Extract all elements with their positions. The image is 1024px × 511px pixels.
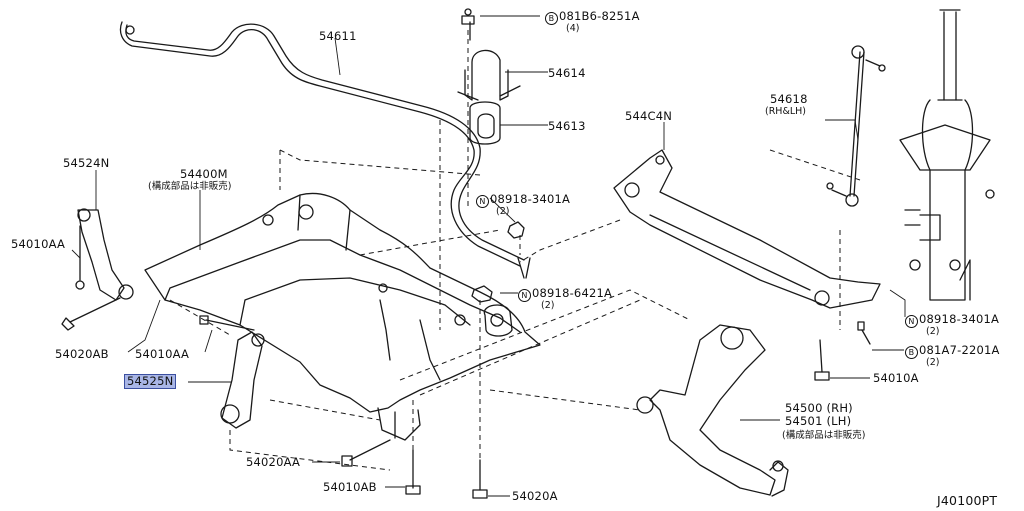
stabilizer-bar[interactable] <box>119 21 531 279</box>
stabilizer-link[interactable] <box>826 45 886 207</box>
label-54501-note: (構成部品は非販売) <box>782 430 866 441</box>
label-54611[interactable]: 54611 <box>319 29 357 43</box>
label-54020ab[interactable]: 54020AB <box>55 347 109 361</box>
label-08918-3401a-top-text: 08918-3401A <box>490 192 571 206</box>
nut-08918-6421a[interactable] <box>471 285 493 303</box>
nut-symbol-icon: N <box>518 289 531 302</box>
assembly-lines <box>169 30 861 471</box>
bolt-symbol-icon: B <box>905 346 918 359</box>
nut-symbol-icon: N <box>905 315 918 328</box>
label-54020aa[interactable]: 54020AA <box>246 455 301 469</box>
label-54525n[interactable]: 54525N <box>124 374 177 389</box>
lower-control-arm[interactable] <box>636 324 789 497</box>
front-member[interactable] <box>613 149 881 309</box>
bolt-symbol-icon: B <box>545 12 558 25</box>
label-54010ab[interactable]: 54010AB <box>323 480 377 494</box>
bolt-54020a[interactable] <box>472 459 488 499</box>
nut-symbol-icon: N <box>476 195 489 208</box>
label-08918-3401a-right-qty: (2) <box>926 326 940 337</box>
bolt-54020aa[interactable] <box>341 439 391 467</box>
front-subframe[interactable] <box>144 192 541 441</box>
diagram-id: J40100PT <box>937 493 998 508</box>
label-08918-3401a-right-text: 08918-3401A <box>919 312 1000 326</box>
label-54010aa-left[interactable]: 54010AA <box>11 237 66 251</box>
label-54500[interactable]: 54500 (RH) <box>785 401 853 415</box>
bolt-54010ab[interactable] <box>405 449 421 495</box>
label-08918-6421a-text: 08918-6421A <box>532 286 613 300</box>
label-081b6-text: 081B6-8251A <box>559 9 640 23</box>
label-54400m[interactable]: 54400M <box>180 167 228 181</box>
bolt-081a7[interactable] <box>857 321 871 345</box>
label-54618[interactable]: 54618 <box>770 92 808 106</box>
label-54613[interactable]: 54613 <box>548 119 586 133</box>
label-08918-6421a-qty: (2) <box>541 300 555 311</box>
label-08918-3401a-top-qty: (2) <box>496 206 510 217</box>
label-081a7-text: 081A7-2201A <box>919 343 1000 357</box>
left-link-bracket[interactable] <box>61 208 134 331</box>
label-544c4n[interactable]: 544C4N <box>625 109 673 123</box>
label-54524n[interactable]: 54524N <box>63 156 110 170</box>
label-081b6-qty: (4) <box>566 23 580 34</box>
strut-assembly[interactable] <box>899 9 995 301</box>
leader-lines <box>71 15 906 497</box>
label-54010a[interactable]: 54010A <box>873 371 919 385</box>
label-54614[interactable]: 54614 <box>548 66 586 80</box>
label-54010aa-mid[interactable]: 54010AA <box>135 347 190 361</box>
bolt-54010a[interactable] <box>814 339 830 381</box>
nut-08918-3401a-top[interactable] <box>507 221 525 239</box>
label-54618-note: (RH&LH) <box>765 106 807 117</box>
lower-link-bracket[interactable] <box>199 315 265 429</box>
label-54400m-note: (構成部品は非販売) <box>148 181 232 192</box>
label-54501[interactable]: 54501 (LH) <box>785 414 852 428</box>
stabilizer-bushing[interactable] <box>469 101 501 145</box>
label-54020a[interactable]: 54020A <box>512 489 558 503</box>
bushing-clamp[interactable] <box>457 8 521 101</box>
label-081a7-qty: (2) <box>926 357 940 368</box>
